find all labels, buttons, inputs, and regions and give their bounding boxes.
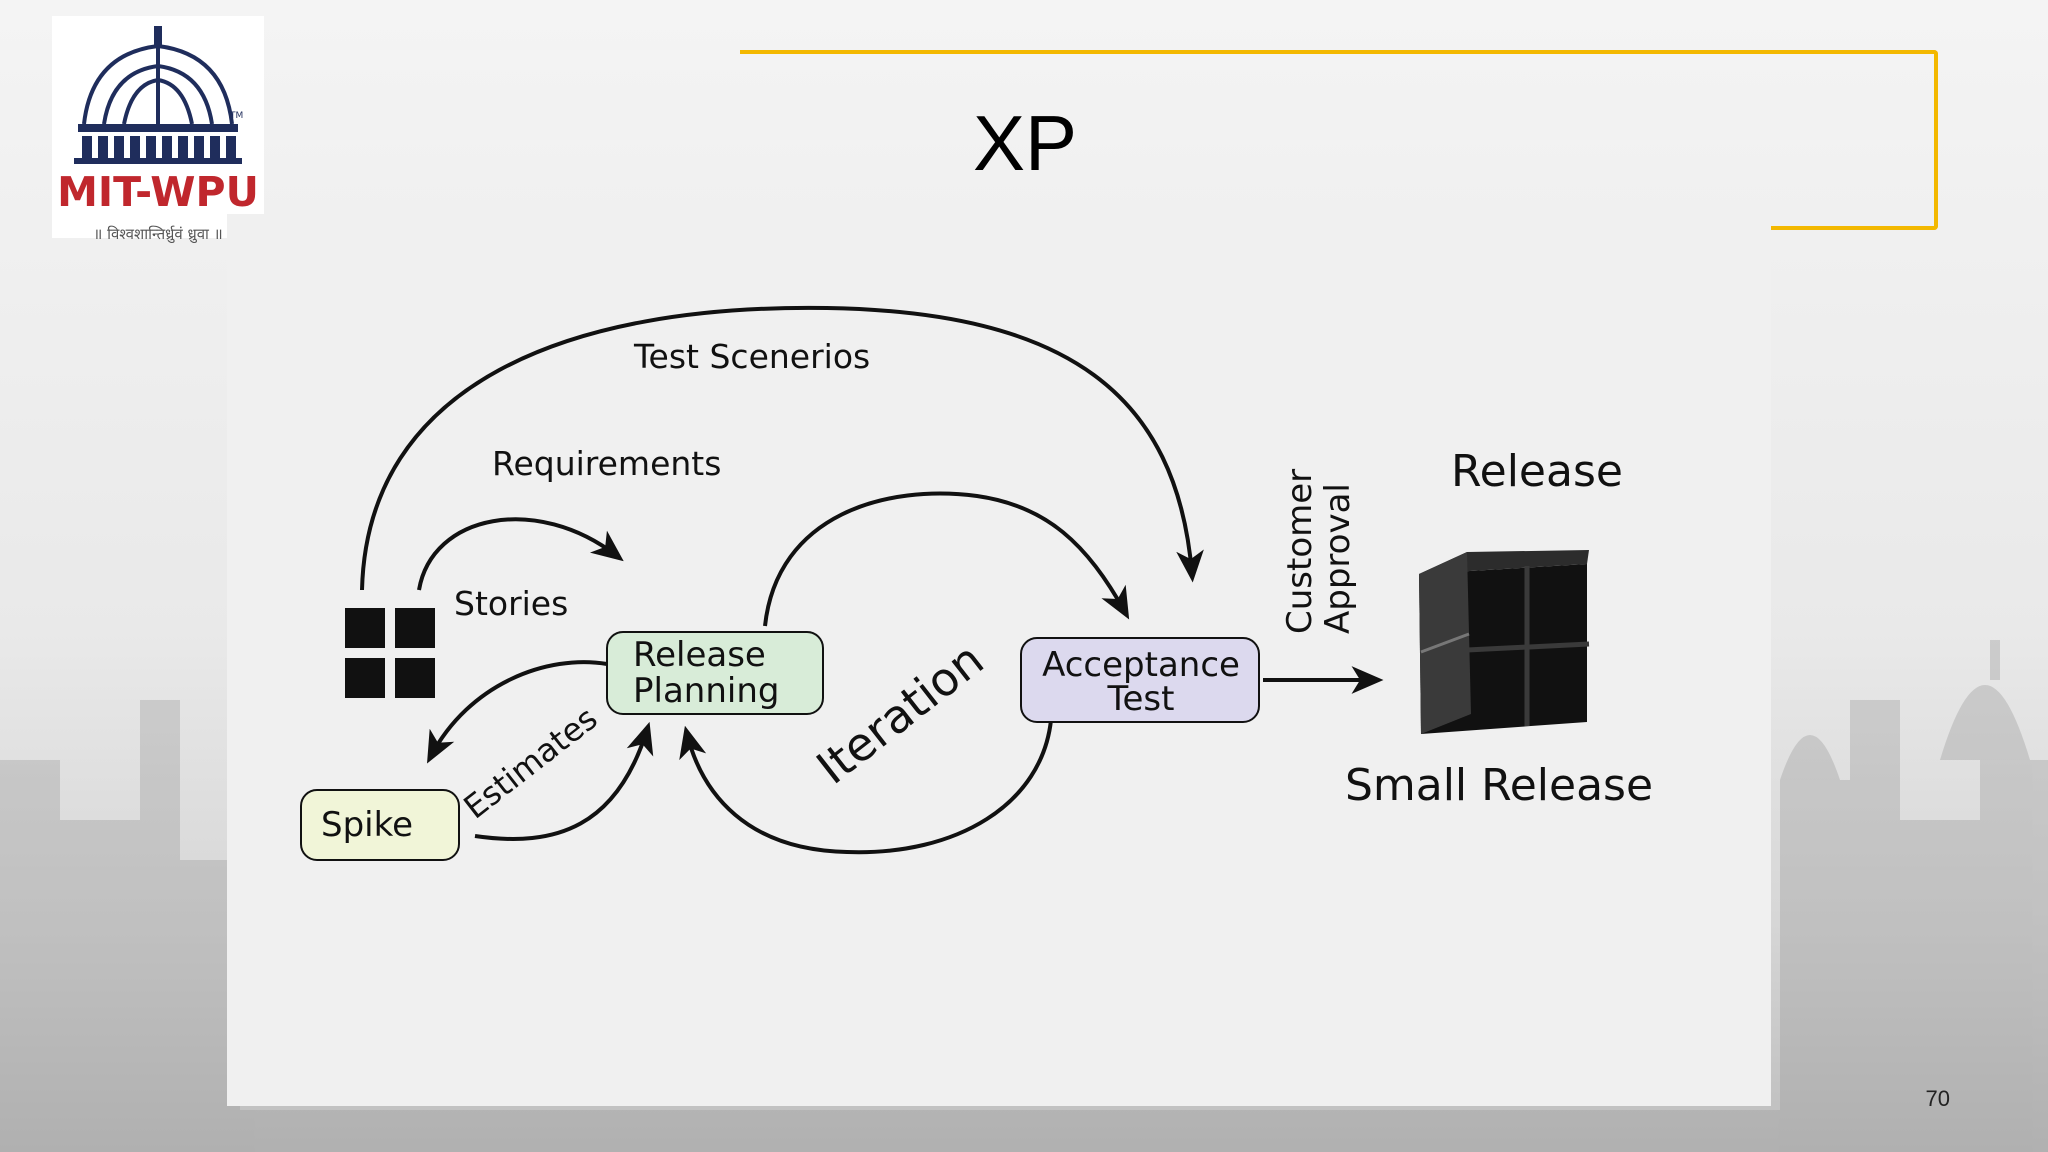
acceptance-test-label-1: Acceptance: [1042, 645, 1240, 685]
dome-icon: TM: [74, 26, 243, 164]
xp-process-diagram: Release Planning Spike Acceptance Test T…: [300, 305, 1653, 861]
trademark-mark: TM: [229, 111, 243, 121]
page-number: 70: [1925, 1086, 1950, 1111]
acceptance-test-label-2: Test: [1107, 679, 1175, 719]
iteration-bottom-arrow: [679, 719, 1053, 855]
iteration-top-arrow: [763, 491, 1130, 627]
approval-label: Approval: [1318, 483, 1358, 634]
estimates-label: Estimates: [457, 699, 605, 826]
requirements-label: Requirements: [492, 444, 721, 483]
release-cube-icon: [1419, 550, 1590, 734]
stories-grid-icon: [345, 608, 435, 698]
logo-motto: ॥ विश्वशान्तिर्ध्रुवं ध्रुवा ॥: [93, 225, 223, 243]
release-planning-node: Release Planning: [606, 631, 824, 715]
small-release-label: Small Release: [1345, 760, 1653, 811]
logo-wordmark: MIT-WPU: [57, 168, 259, 216]
spike-node: Spike: [300, 789, 460, 861]
test-scenarios-label: Test Scenerios: [633, 337, 870, 376]
iteration-label: Iteration: [807, 632, 994, 795]
stories-label: Stories: [454, 584, 568, 623]
requirements-arrow: [417, 517, 624, 591]
customer-label: Customer: [1280, 469, 1320, 634]
planning-to-spike-arrow: [427, 660, 608, 764]
release-planning-label-2: Planning: [633, 671, 779, 711]
university-logo: TM MIT-WPU ॥ विश्वशान्तिर्ध्रुवं ध्रुवा …: [52, 16, 264, 243]
spike-label: Spike: [321, 805, 413, 845]
spike-to-planning-arrow: [474, 721, 654, 841]
test-scenarios-arrow: [360, 305, 1204, 591]
release-planning-label-1: Release: [633, 635, 766, 675]
slide-title: XP: [972, 99, 1078, 187]
release-label: Release: [1451, 446, 1623, 497]
acceptance-test-node: Acceptance Test: [1020, 637, 1260, 723]
